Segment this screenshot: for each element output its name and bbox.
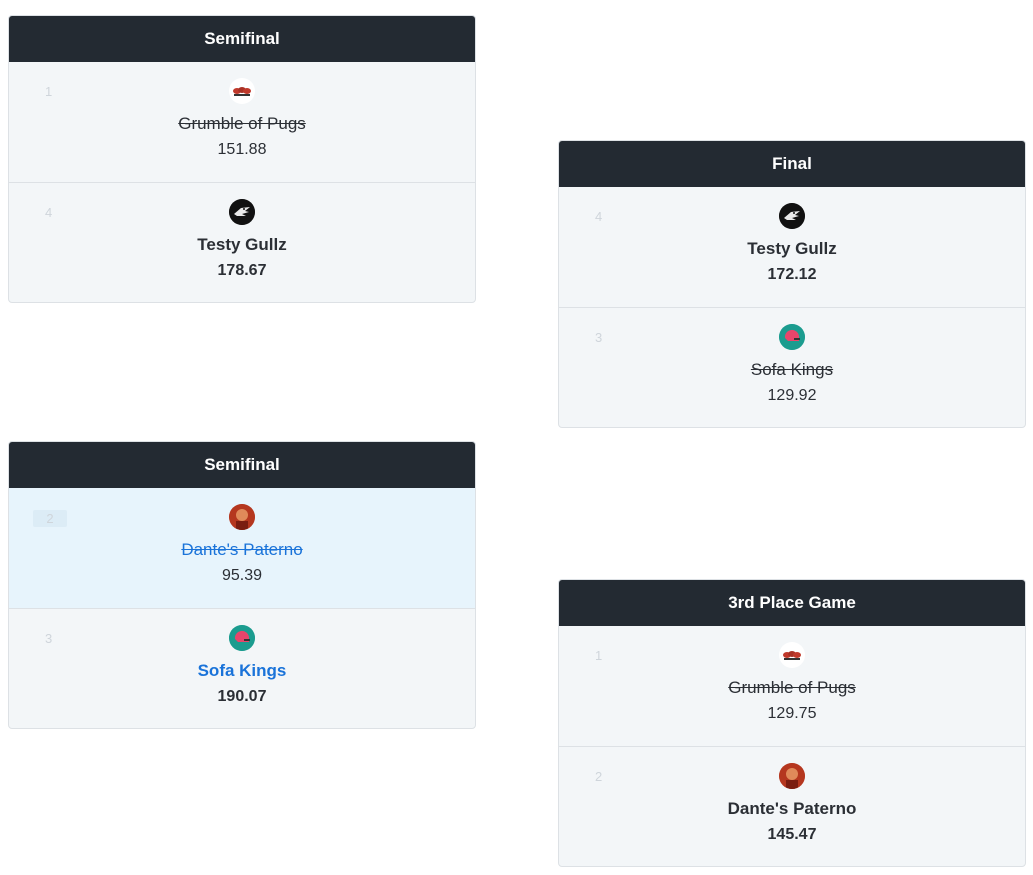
matchup-card-semifinal-2: Semifinal 2 Dante's Paterno 95.39 3 Sofa… <box>8 441 476 729</box>
team-row[interactable]: 1 Grumble of Pugs 151.88 <box>9 62 475 182</box>
team-row[interactable]: 4 Testy Gullz 178.67 <box>9 182 475 302</box>
team-seed: 1 <box>45 84 53 99</box>
team-name[interactable]: Grumble of Pugs <box>178 114 306 133</box>
team-score: 151.88 <box>217 141 267 158</box>
team-name[interactable]: Sofa Kings <box>197 661 287 680</box>
team-name[interactable]: Grumble of Pugs <box>728 678 856 697</box>
helmet-logo-icon <box>229 625 255 651</box>
team-seed: 4 <box>595 209 603 224</box>
matchup-card-final: Final 4 Testy Gullz 172.12 3 Sofa Kings … <box>558 140 1026 428</box>
team-seed: 3 <box>595 330 603 345</box>
team-score: 178.67 <box>217 262 267 279</box>
team-seed: 2 <box>595 769 603 784</box>
team-seed: 1 <box>595 648 603 663</box>
team-score: 95.39 <box>221 567 263 584</box>
team-name[interactable]: Dante's Paterno <box>181 540 303 559</box>
team-name[interactable]: Testy Gullz <box>197 235 287 254</box>
eagle-logo-icon <box>779 203 805 229</box>
matchup-card-semifinal-1: Semifinal 1 Grumble of Pugs 151.88 4 Tes… <box>8 15 476 303</box>
team-row[interactable]: 2 Dante's Paterno 95.39 <box>9 488 475 608</box>
team-score: 172.12 <box>767 266 817 283</box>
dante-avatar-icon <box>779 763 805 789</box>
team-score: 129.75 <box>767 705 817 722</box>
team-score: 129.92 <box>767 387 817 404</box>
pugs-logo-icon <box>779 642 805 668</box>
matchup-title: 3rd Place Game <box>559 580 1025 626</box>
team-name[interactable]: Sofa Kings <box>750 360 834 379</box>
matchup-title: Semifinal <box>9 16 475 62</box>
matchup-card-third-place: 3rd Place Game 1 Grumble of Pugs 129.75 … <box>558 579 1026 867</box>
team-seed: 4 <box>45 205 53 220</box>
team-score: 145.47 <box>767 826 817 843</box>
dante-avatar-icon <box>229 504 255 530</box>
team-row[interactable]: 3 Sofa Kings 190.07 <box>9 608 475 728</box>
team-row[interactable]: 1 Grumble of Pugs 129.75 <box>559 626 1025 746</box>
team-seed: 3 <box>45 631 53 646</box>
team-row[interactable]: 4 Testy Gullz 172.12 <box>559 187 1025 307</box>
team-seed: 2 <box>33 510 67 527</box>
team-score: 190.07 <box>217 688 267 705</box>
team-name[interactable]: Testy Gullz <box>747 239 837 258</box>
helmet-logo-icon <box>779 324 805 350</box>
matchup-title: Semifinal <box>9 442 475 488</box>
matchup-title: Final <box>559 141 1025 187</box>
pugs-logo-icon <box>229 78 255 104</box>
team-row[interactable]: 2 Dante's Paterno 145.47 <box>559 746 1025 866</box>
team-row[interactable]: 3 Sofa Kings 129.92 <box>559 307 1025 427</box>
eagle-logo-icon <box>229 199 255 225</box>
team-name[interactable]: Dante's Paterno <box>727 799 857 818</box>
